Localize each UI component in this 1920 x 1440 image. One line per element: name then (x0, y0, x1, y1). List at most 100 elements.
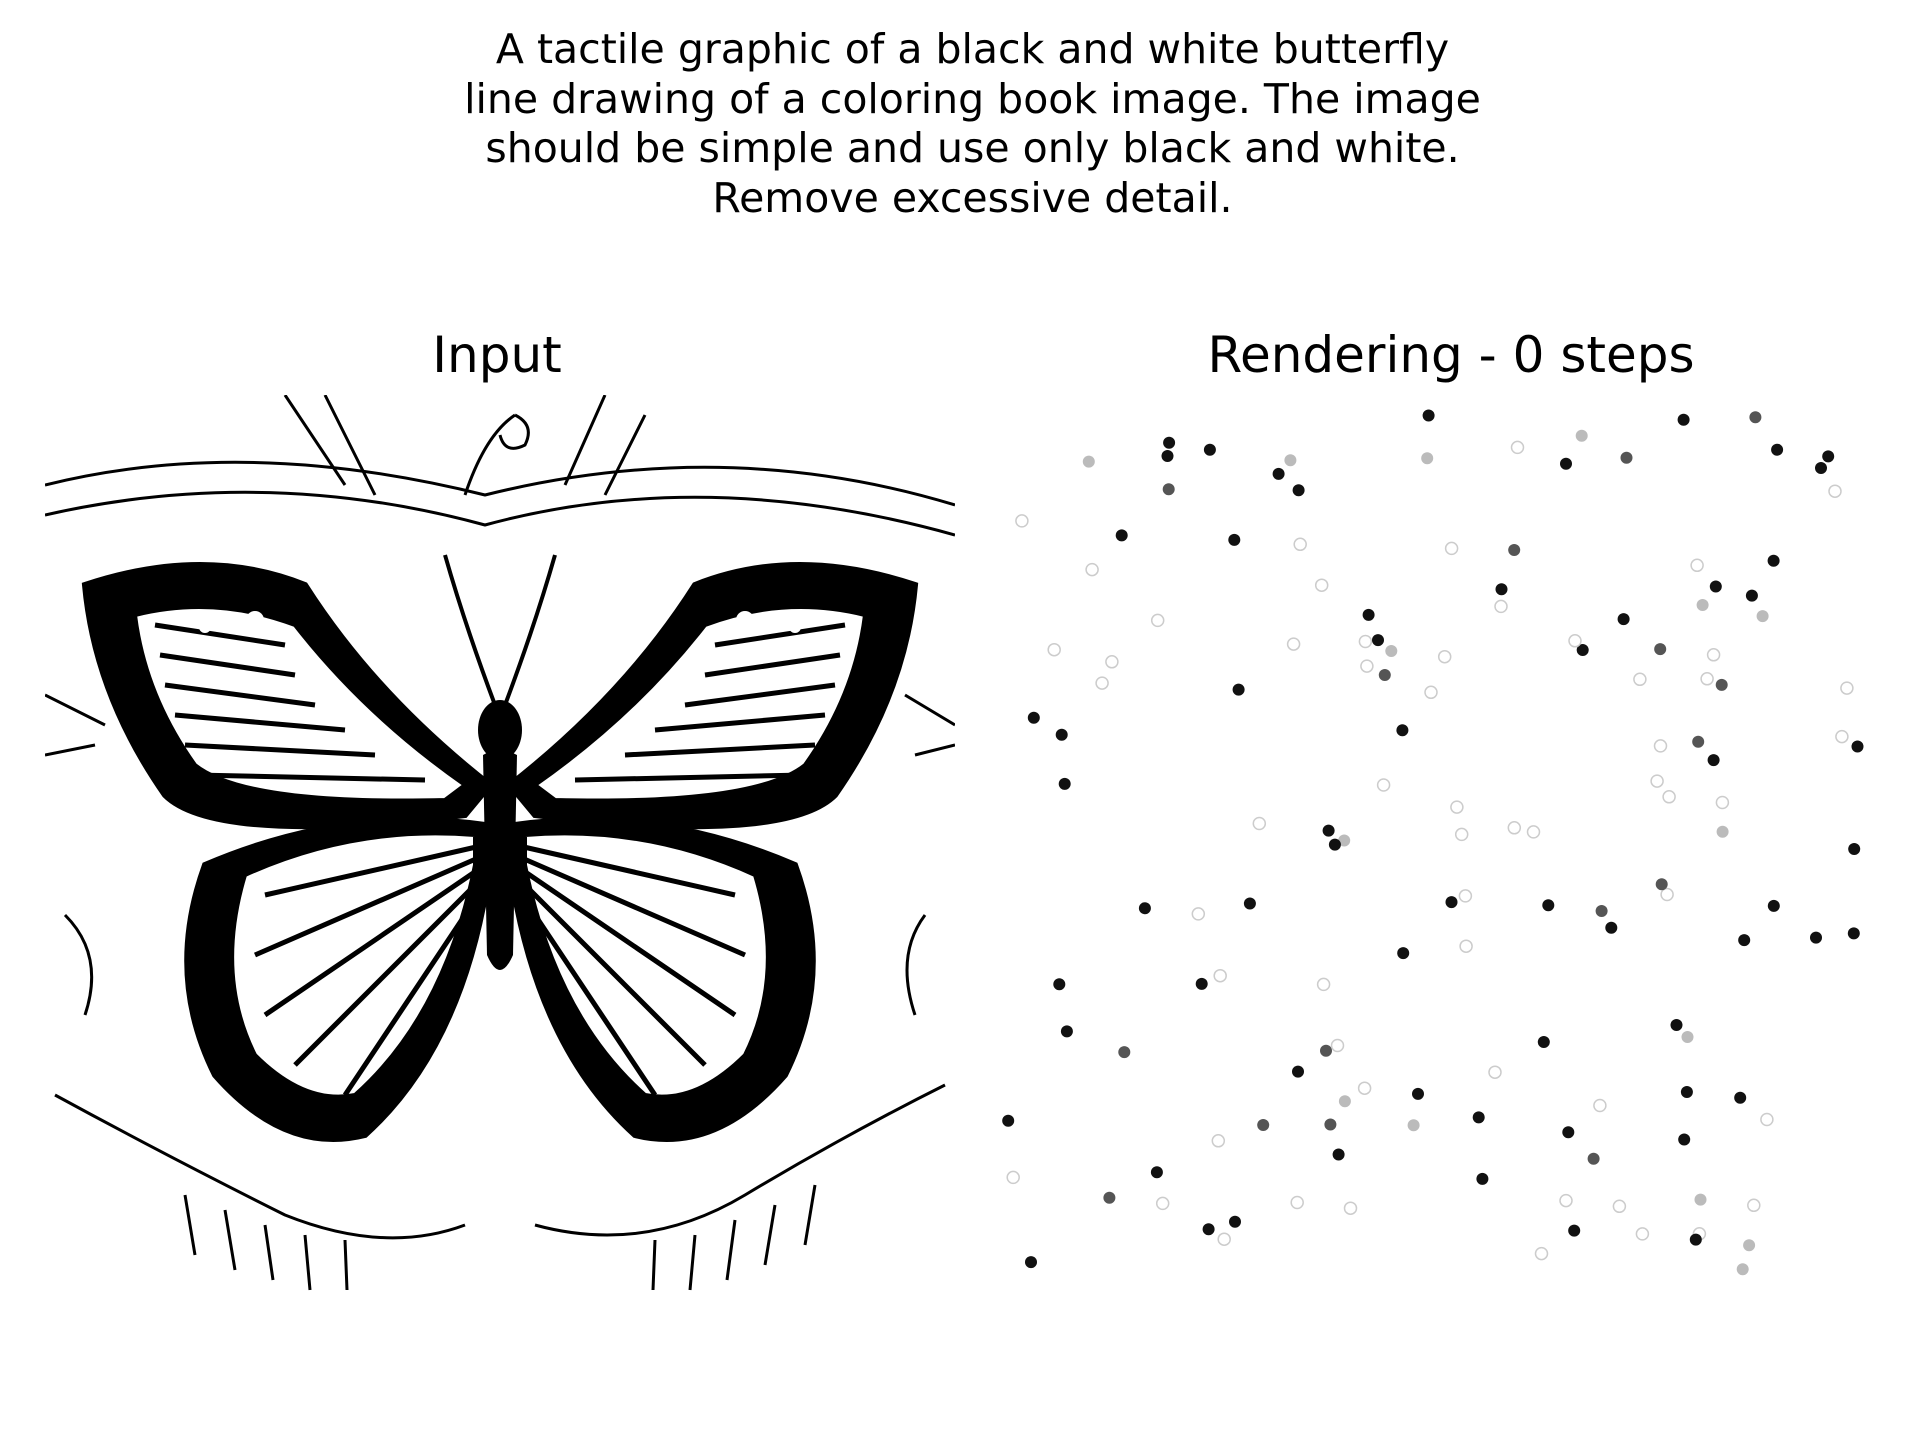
render-dot (1385, 645, 1398, 657)
render-dot (1472, 1111, 1485, 1124)
render-dot (1138, 902, 1151, 915)
render-dot (1450, 800, 1464, 814)
render-dot (1095, 676, 1109, 690)
render-dot (1284, 454, 1297, 467)
render-dot (1743, 1239, 1756, 1252)
render-dot (1292, 484, 1305, 497)
render-dot (1559, 1193, 1573, 1208)
render-dot (1085, 562, 1099, 577)
render-dot (1290, 1195, 1304, 1210)
render-dot (1815, 462, 1827, 474)
render-dot (1612, 1199, 1627, 1214)
render-dot (1716, 825, 1729, 838)
render-dot (1338, 1095, 1351, 1108)
render-dot (1195, 977, 1208, 990)
render-dot (1508, 544, 1521, 556)
render-dot (1211, 1134, 1226, 1148)
render-dot (1542, 899, 1555, 912)
render-dot (1232, 683, 1245, 696)
render-dot (1653, 739, 1668, 753)
butterfly-input-image (45, 395, 955, 1291)
render-dot (1191, 907, 1206, 921)
render-dot (1650, 774, 1664, 788)
render-dot (1332, 1148, 1345, 1161)
prompt-caption: A tactile graphic of a black and white b… (0, 25, 1920, 223)
render-dot (1203, 443, 1216, 456)
render-dot (1709, 580, 1722, 593)
render-dot (1454, 827, 1469, 842)
caption-line: line drawing of a coloring book image. T… (464, 74, 1481, 123)
render-dot (1257, 1119, 1270, 1131)
render-dot (1738, 934, 1751, 947)
render-dot (1150, 613, 1165, 628)
render-dot (1840, 681, 1854, 695)
render-dot (1736, 1263, 1749, 1276)
render-dot (1681, 1031, 1694, 1043)
input-panel-title: Input (432, 326, 562, 384)
render-dot (1575, 429, 1588, 442)
render-dot (1397, 947, 1410, 960)
render-dot (1706, 648, 1721, 662)
render-dot (1060, 1025, 1073, 1038)
render-dot (1851, 740, 1864, 753)
caption-line: should be simple and use only black and … (485, 124, 1460, 172)
render-dot (1407, 1119, 1420, 1132)
render-dot (1568, 1224, 1581, 1237)
render-dot (1412, 1087, 1424, 1100)
render-dot (1771, 443, 1784, 456)
render-dot (1396, 724, 1409, 737)
render-dot (1700, 672, 1714, 686)
render-dot (1243, 897, 1256, 910)
render-dot (1690, 558, 1704, 573)
render-dot (1576, 644, 1589, 656)
render-dot (1115, 529, 1128, 542)
render-dot (1053, 978, 1066, 991)
render-dot (1620, 451, 1633, 464)
render-dot (1510, 440, 1525, 455)
render-dot (1150, 1166, 1163, 1179)
render-dot (1437, 649, 1452, 664)
render-dot (1105, 655, 1119, 669)
render-dot (1202, 1223, 1215, 1236)
render-dot (1847, 927, 1860, 940)
render-dot (1293, 537, 1307, 552)
render-dot (1848, 843, 1861, 855)
render-dot (1252, 816, 1267, 831)
render-dot (1006, 1170, 1020, 1185)
render-dot (1587, 1152, 1600, 1165)
render-dot (1707, 754, 1720, 767)
render-dot (1560, 457, 1572, 470)
render-dot (1378, 669, 1391, 681)
render-dot (1055, 728, 1068, 741)
render-dot (1488, 1065, 1502, 1079)
render-dot (1476, 1172, 1489, 1185)
render-dot (1047, 642, 1061, 657)
render-dot (1562, 1126, 1575, 1139)
render-dot (1025, 1256, 1037, 1269)
render-dot (1670, 1019, 1683, 1031)
rendering-panel-title: Rendering - 0 steps (1207, 326, 1695, 384)
render-dot (1507, 821, 1522, 835)
render-dot (1002, 1114, 1015, 1127)
render-dot (1760, 1112, 1774, 1127)
caption-line: Remove excessive detail. (712, 173, 1233, 222)
render-dot (1680, 1086, 1693, 1098)
render-dot (1526, 825, 1541, 839)
render-dot (1163, 436, 1176, 449)
render-dot (1662, 790, 1676, 804)
render-dot (1692, 735, 1705, 748)
render-dot (1118, 1046, 1131, 1059)
render-dot (1058, 777, 1071, 790)
render-dot (1421, 452, 1434, 465)
render-dot (1358, 634, 1373, 649)
render-dot (1605, 921, 1618, 934)
render-dot (1015, 514, 1029, 528)
render-dot (1494, 599, 1508, 614)
render-dot (1593, 1098, 1607, 1113)
rendering-output-image (1002, 409, 1864, 1276)
render-dot (1213, 968, 1227, 983)
render-dot (1749, 411, 1762, 424)
render-dot (1228, 533, 1241, 546)
render-dot (1357, 1081, 1372, 1095)
render-dot (1715, 678, 1728, 691)
